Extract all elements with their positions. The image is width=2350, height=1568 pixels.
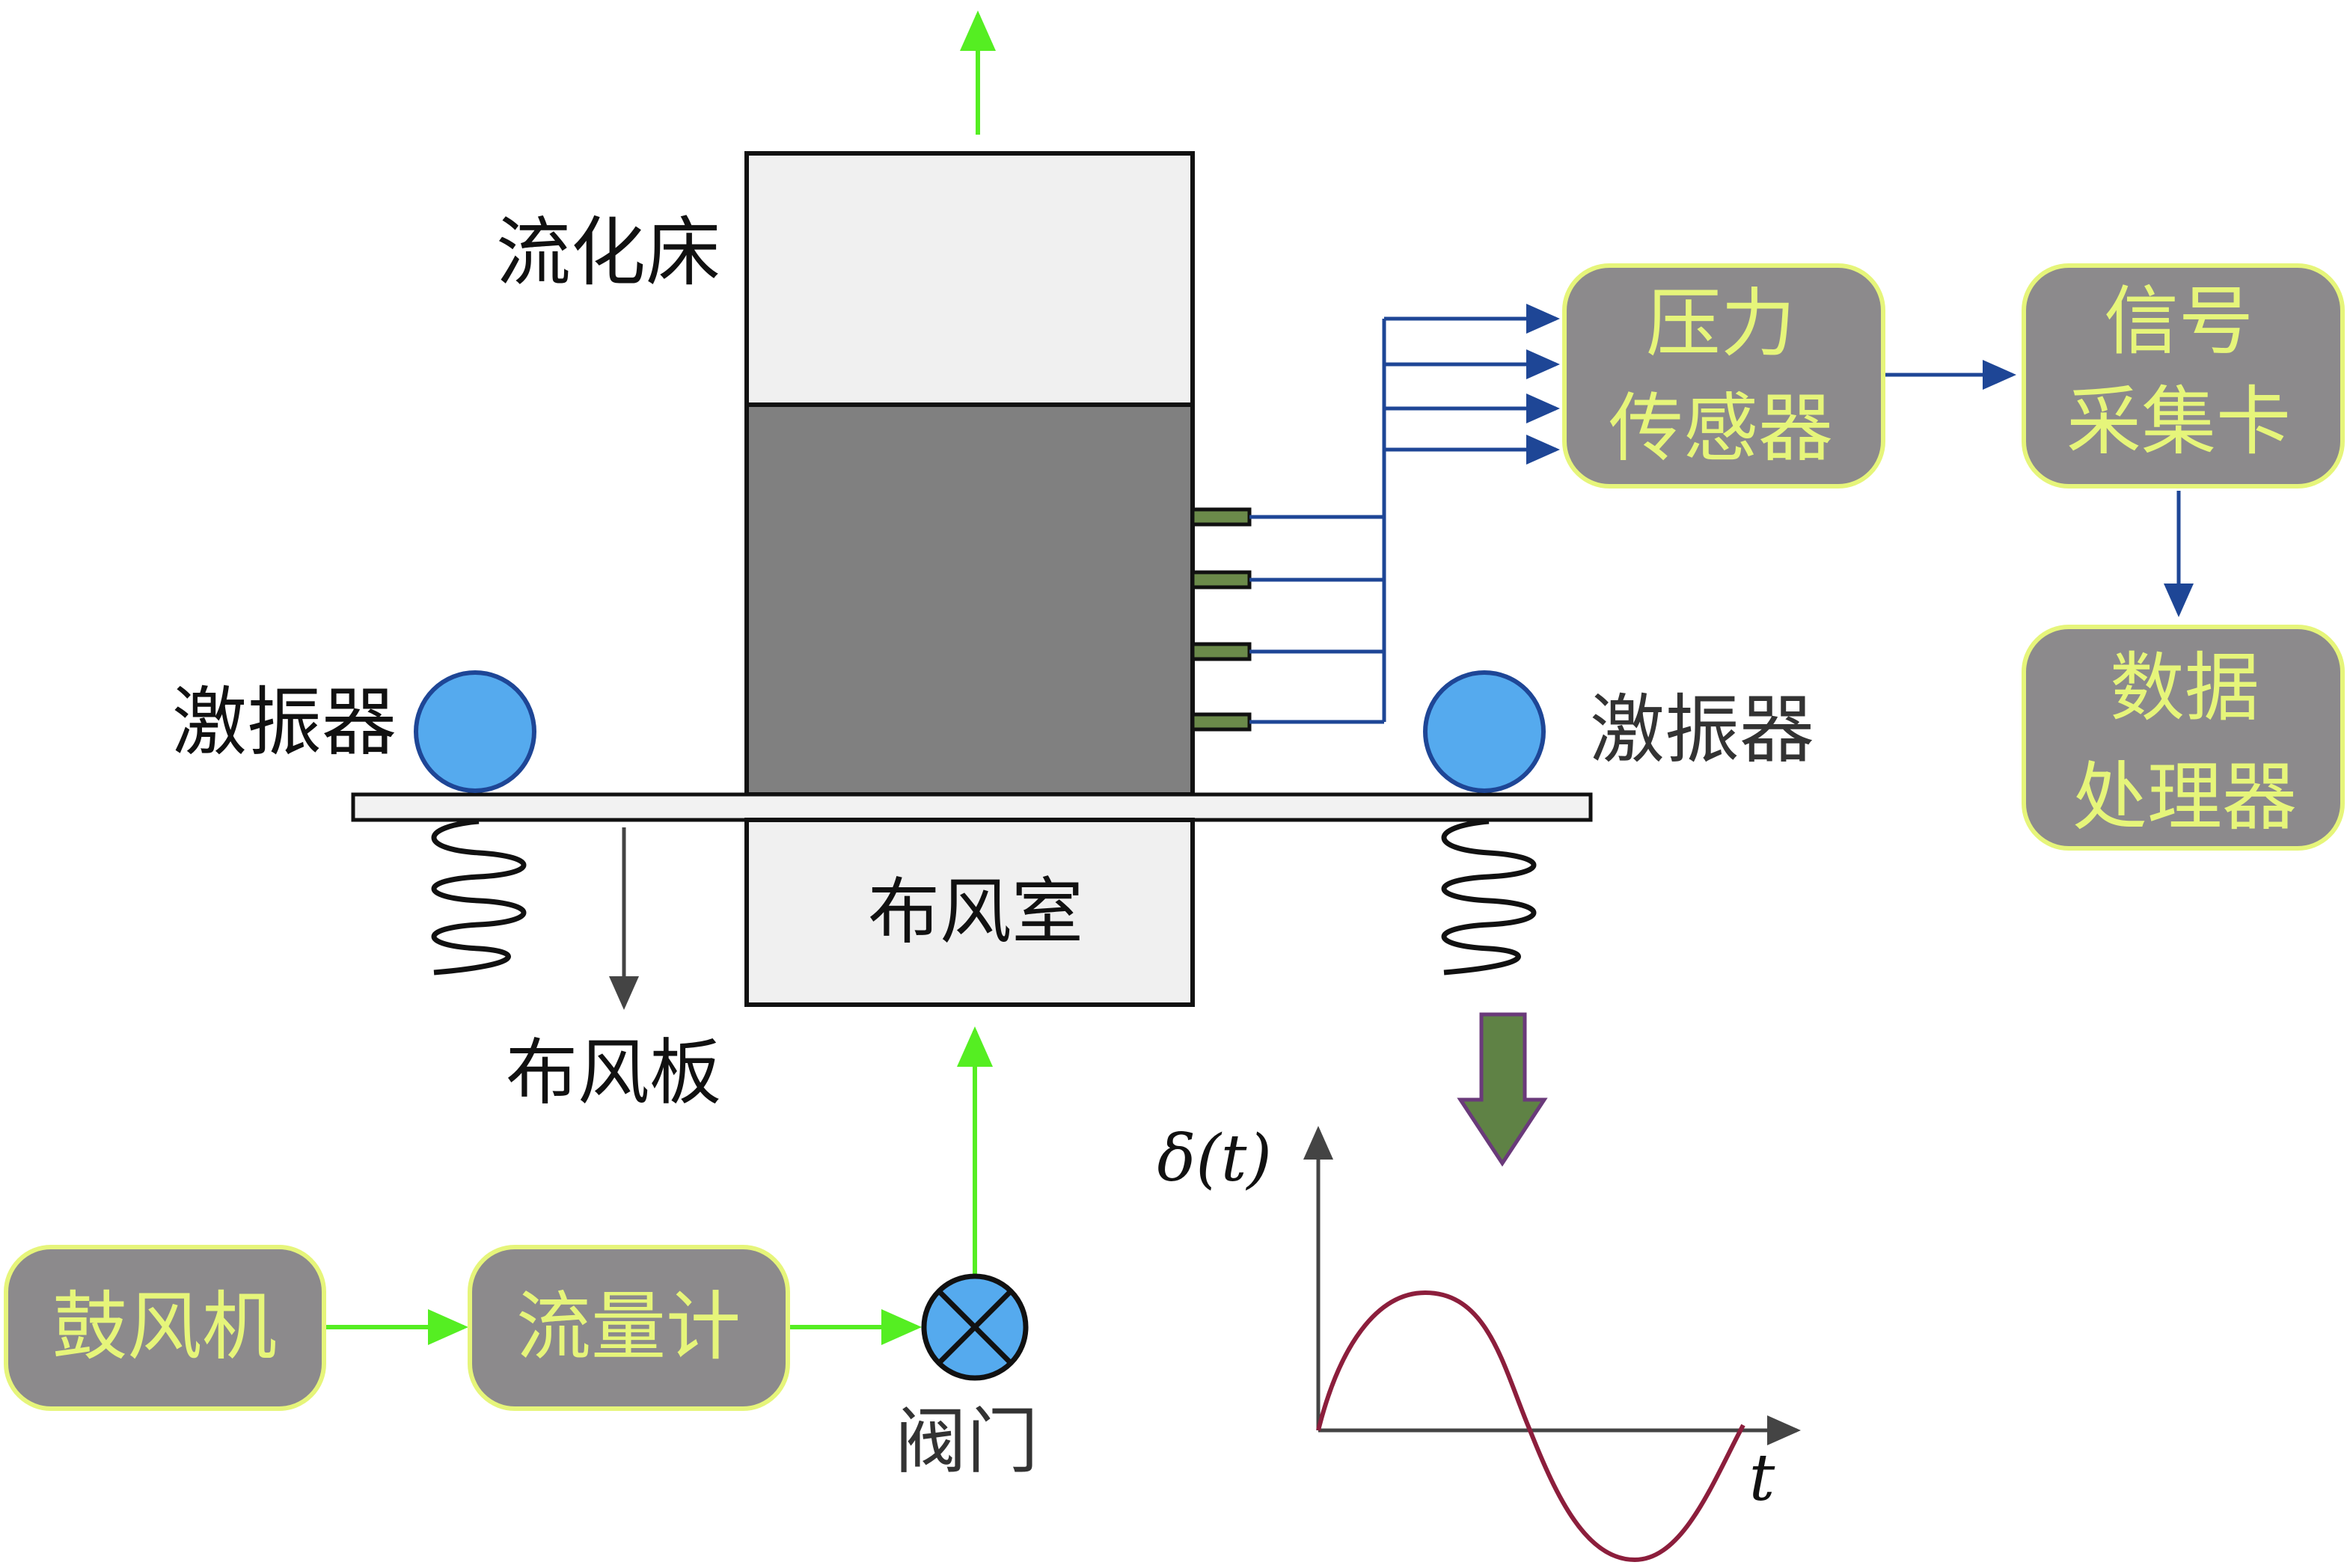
- pressure-sensor-box: [1562, 263, 1885, 489]
- pressure-taps: [1190, 507, 1252, 732]
- exciter-left: [414, 670, 536, 793]
- signal-card-box: [2022, 263, 2345, 489]
- exciter-right-label: 激振器: [1590, 686, 1814, 774]
- flowmeter-label: 流量计: [516, 1283, 741, 1371]
- wind-chamber-label: 布风室: [868, 870, 1083, 954]
- sine-curve: [1316, 1290, 1745, 1563]
- fluidized-bed-label: 流化床: [496, 209, 720, 296]
- data-processor-label-line1: 数据: [2110, 644, 2259, 732]
- pressure-tap: [1190, 642, 1252, 661]
- exciter-left-label: 激振器: [172, 679, 397, 766]
- blower-label: 鼓风机: [52, 1283, 277, 1371]
- spring-right: [1441, 818, 1537, 976]
- signal-card-label-line1: 信号: [2104, 278, 2253, 365]
- data-processor-label-line2: 处理器: [2072, 753, 2297, 841]
- pressure-tap: [1190, 712, 1252, 732]
- wind-chamber: [744, 818, 1195, 1007]
- distributor-plate-label: 布风板: [506, 1031, 721, 1115]
- valve-icon: [921, 1273, 1029, 1381]
- signal-card-label-line2: 采集卡: [2066, 378, 2291, 465]
- exciter-right: [1423, 670, 1546, 793]
- distributor-plate: [351, 792, 1593, 822]
- signal-wiring: [1249, 304, 2194, 724]
- valve-label: 阀门: [895, 1400, 1038, 1483]
- graph-y-label: δ(t): [1157, 1121, 1272, 1196]
- pressure-tap: [1190, 507, 1252, 527]
- pressure-sensor-label-line2: 传感器: [1609, 385, 1833, 472]
- fluidized-bed-particles: [744, 402, 1195, 797]
- blower-box: [4, 1245, 326, 1411]
- fluidized-bed-upper: [744, 151, 1195, 407]
- flowmeter-box: [468, 1245, 790, 1411]
- spring-left: [431, 818, 527, 976]
- pressure-sensor-label-line1: 压力: [1646, 280, 1796, 367]
- down-arrow-icon: [1457, 1012, 1548, 1167]
- graph-x-label: t: [1749, 1441, 1775, 1516]
- pressure-tap: [1190, 570, 1252, 589]
- data-processor-box: [2022, 625, 2345, 851]
